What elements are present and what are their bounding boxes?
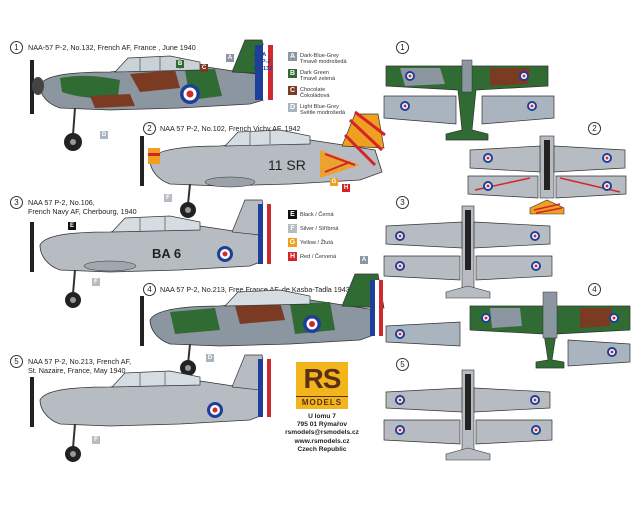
profile-caption-2: NAA 57 P-2, No.102, French Vichy AF, 194… — [160, 124, 301, 133]
tag-f-profile2: F — [164, 194, 172, 202]
legend-swatch-b: B — [288, 69, 297, 78]
tag-d-profile1: D — [100, 131, 108, 139]
profile-caption-3-line1: NAA 57 P-2, No.106, — [28, 198, 95, 207]
legend-swatch-c: C — [288, 86, 297, 95]
topview-number-4: 4 — [588, 283, 601, 296]
tag-d-profile4: D — [206, 354, 214, 362]
legend-swatch-g: G — [288, 238, 297, 247]
legend-swatch-f: F — [288, 224, 297, 233]
legend-e-text: Black / Černá — [300, 212, 334, 218]
legend-swatch-h: H — [288, 252, 297, 261]
tag-h-profile2: H — [342, 184, 350, 192]
tag-a-profile4: A — [360, 256, 368, 264]
topview-number-5: 5 — [396, 358, 409, 371]
legend-swatch-e: E — [288, 210, 297, 219]
profile-number-1: 1 — [10, 41, 23, 54]
legend-swatch-a: A — [288, 52, 297, 61]
profile-caption-5-line2: St. Nazaire, France, May 1940 — [28, 366, 126, 375]
topview-number-2: 2 — [588, 122, 601, 135]
legend-c-en: Chocolate — [300, 87, 326, 93]
legend-swatch-d: D — [288, 103, 297, 112]
logo-sub-text: MODELS — [296, 396, 348, 409]
rs-models-logo: RS MODELS — [296, 362, 348, 409]
tag-b-profile1: B — [176, 60, 184, 68]
topview-number-3: 3 — [396, 196, 409, 209]
legend-g-text: Yellow / Žlutá — [300, 240, 334, 246]
legend-d-en: Light Blue-Grey — [300, 104, 339, 110]
profile-number-2: 2 — [143, 122, 156, 135]
legend-a-en: Dark-Blue-Grey — [300, 53, 339, 59]
profile-caption-4: NAA 57 P-2, No.213, Free France AF, de K… — [160, 285, 350, 294]
profile-number-4: 4 — [143, 283, 156, 296]
tag-f-profile3: F — [92, 278, 100, 286]
profile-caption-5-line1: NAA 57 P-2, No.213, French AF, — [28, 357, 132, 366]
address-line-2: 795 01 Rýmařov — [296, 421, 348, 429]
legend-a-cz: Tmavě modrošedá — [300, 59, 347, 65]
tag-f-profile5: F — [92, 436, 100, 444]
topview-number-1: 1 — [396, 41, 409, 54]
logo-main-text: RS — [296, 362, 348, 396]
legend-d-cz: Světle modrošedá — [300, 110, 346, 116]
profile-caption-1: NAA-57 P-2, No.132, French AF, France , … — [28, 43, 196, 52]
legend-b-en: Dark Green — [300, 70, 329, 76]
legend-c-cz: Čokoládová — [300, 93, 330, 99]
tag-a-profile1: A — [226, 54, 234, 62]
tag-e-profile3: E — [68, 222, 76, 230]
fin-text-line2: 57 P-2 — [254, 59, 271, 65]
legend-b-cz: Tmavě zelená — [300, 76, 336, 82]
fin-text-line1: NAA — [254, 52, 267, 58]
profile-caption-3-line2: French Navy AF, Cherbourg, 1940 — [28, 207, 137, 216]
address-website[interactable]: www.rsmodels.cz — [294, 437, 350, 445]
fin-text-line3: No.132 — [254, 66, 273, 72]
fuselage-code-2: 11 SR — [268, 157, 306, 173]
fuselage-code-3: BA 6 — [152, 246, 181, 261]
profile-number-3: 3 — [10, 196, 23, 209]
address-country: Czech Republic — [297, 445, 347, 453]
address-email[interactable]: rsmodels@rsmodels.cz — [285, 429, 359, 437]
profile-number-5: 5 — [10, 355, 23, 368]
tag-g-profile2: G — [330, 178, 338, 186]
tag-c-profile1: C — [200, 64, 208, 72]
legend-h-text: Red / Červená — [300, 254, 337, 260]
legend-f-text: Silver / Stříbrná — [300, 226, 339, 232]
company-address: U lomu 7 795 01 Rýmařov rsmodels@rsmodel… — [262, 413, 382, 454]
address-line-1: U lomu 7 — [308, 413, 336, 420]
